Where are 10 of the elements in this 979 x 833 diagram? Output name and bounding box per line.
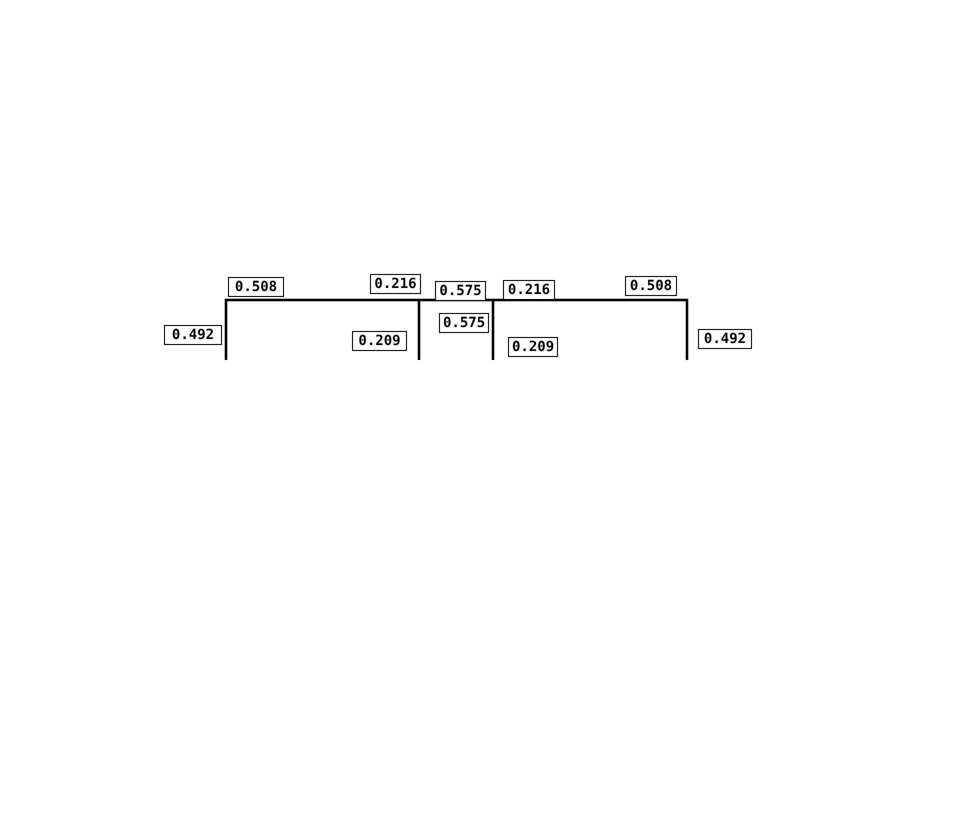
value-label: 0.216 (370, 274, 421, 294)
value-label: 0.508 (228, 277, 284, 297)
value-label: 0.508 (625, 276, 677, 296)
value-label: 0.209 (508, 337, 558, 357)
value-label: 0.492 (164, 325, 222, 345)
value-label: 0.575 (435, 281, 486, 301)
value-label: 0.209 (352, 331, 407, 351)
value-label: 0.575 (439, 313, 490, 333)
value-label: 0.216 (503, 280, 555, 300)
value-label: 0.492 (698, 329, 752, 349)
